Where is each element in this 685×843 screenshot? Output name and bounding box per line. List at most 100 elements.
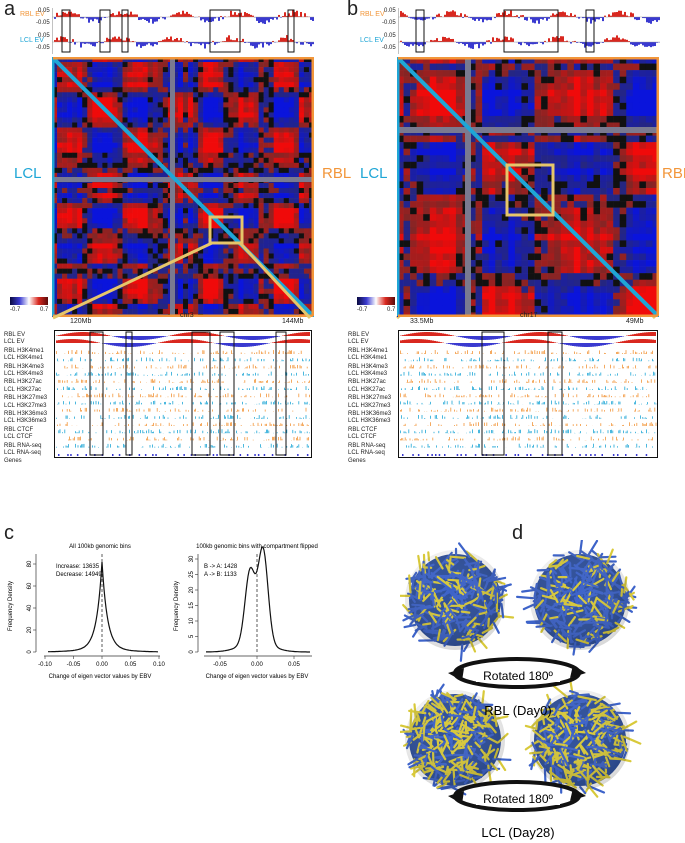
b-track-signals: [400, 332, 657, 456]
d-models: Rotated 180º RBL (Day0) Rotated 180º LCL…: [400, 540, 642, 840]
panel-label-d: d: [512, 522, 524, 544]
d-lcl-model-rotated: [524, 681, 642, 798]
d-rbl-label: RBL (Day0): [484, 703, 551, 718]
a-lcl-ev-label: LCL EV: [20, 37, 44, 44]
x-tick-label: -0.05: [213, 662, 227, 668]
d-rbl-model-rotated: [515, 540, 638, 656]
c-left-title: All 100kb genomic bins: [69, 544, 131, 550]
x-tick-label: 0.05: [288, 662, 300, 668]
a-chrom: chr3: [180, 312, 194, 319]
track-label: LCL CTCF: [4, 434, 33, 441]
a-ev-tick: 0.05: [38, 33, 50, 39]
a-ev-tick: 0.05: [38, 8, 50, 14]
b-lcl-label: LCL: [360, 165, 388, 182]
panel-label-b: b: [347, 0, 359, 20]
a-heatmap: [52, 57, 314, 317]
a-ev-tick: -0.05: [36, 20, 50, 26]
track-label: LCL EV: [348, 339, 369, 346]
track-label: RBL EV: [348, 332, 370, 338]
a-colorbar-max: 0.7: [40, 307, 49, 313]
track-label: RBL H3K4me1: [4, 347, 44, 354]
b-colorbar-min: -0.7: [357, 307, 368, 313]
track-label: Genes: [4, 457, 22, 464]
track-label: Genes: [348, 457, 366, 464]
x-tick-label: 0.05: [125, 662, 137, 668]
track-label: RBL H3K27ac: [4, 379, 42, 386]
y-tick-label: 0: [27, 650, 33, 654]
a-lcl-ev-track: [52, 35, 314, 49]
track-label: RBL CTCF: [348, 426, 378, 433]
track-label: LCL H3K4me1: [348, 355, 388, 362]
b-ev-tracks: [398, 8, 660, 54]
c-right-legend1: B -> A: 1428: [204, 564, 238, 570]
b-heatmap-cells: [397, 57, 659, 317]
y-tick-label: 25: [189, 571, 195, 578]
d-rbl-rotation-arrow: [448, 657, 586, 689]
c-right-xlabel: Change of eigen vector values by EBV: [206, 674, 309, 680]
track-label: LCL RNA-seq: [4, 450, 41, 457]
b-colorbar-max: 0.7: [387, 307, 396, 313]
c-right-density-curve: [206, 546, 310, 653]
track-label: RBL H3K27me3: [348, 395, 392, 402]
track-label: RBL H3K36me3: [348, 411, 392, 418]
track-label: RBL H3K27ac: [348, 379, 386, 386]
b-chrom: chr17: [520, 312, 538, 319]
b-start-coord: 33.5Mb: [410, 318, 434, 325]
c-left-legend1: Increase: 13635: [56, 564, 100, 570]
track-label: LCL H3K4me3: [4, 371, 44, 378]
d-lcl-model-front: [400, 683, 512, 796]
c-left-density-curve: [48, 561, 158, 653]
b-heatmap: [397, 57, 659, 317]
b-rbl-ev-track: [398, 10, 660, 24]
track-label: LCL RNA-seq: [348, 450, 385, 457]
track-label: LCL CTCF: [348, 434, 377, 441]
a-start-coord: 120Mb: [70, 318, 92, 325]
y-tick-label: 30: [189, 555, 195, 562]
a-rbl-ev-label: RBL EV: [20, 11, 45, 18]
track-label: RBL RNA-seq: [4, 442, 42, 449]
track-label: RBL H3K27me3: [4, 395, 48, 402]
b-rbl-label: RBL: [662, 165, 685, 182]
track-label: LCL H3K36me3: [4, 418, 47, 425]
y-tick-label: 10: [189, 617, 195, 624]
b-ev-tick: 0.05: [384, 8, 396, 14]
a-colorbar-min: -0.7: [10, 307, 21, 313]
a-rbl-label: RBL: [322, 165, 352, 182]
track-label: LCL H3K27ac: [4, 386, 42, 393]
d-rbl-model-front: [400, 542, 515, 662]
y-tick-label: 0: [189, 650, 195, 654]
a-track-panel: [54, 330, 312, 458]
x-tick-label: 0.10: [153, 662, 165, 668]
c-left-legend2: Decrease: 14949: [56, 572, 102, 578]
b-end-coord: 49Mb: [626, 318, 644, 325]
a-end-coord: 144Mb: [282, 318, 304, 325]
track-label: RBL H3K36me3: [4, 411, 48, 418]
x-tick-label: 0.00: [96, 662, 108, 668]
x-tick-label: -0.10: [38, 662, 52, 668]
b-track-panel: [398, 330, 658, 458]
track-label: LCL H3K27me3: [348, 402, 391, 409]
track-label: LCL H3K27me3: [4, 402, 47, 409]
track-label: RBL CTCF: [4, 426, 34, 433]
b-lcl-ev-track: [398, 35, 660, 49]
b-ev-tick: 0.05: [384, 33, 396, 39]
b-lcl-ev-label: LCL EV: [360, 37, 384, 44]
d-rbl-rotate-label: Rotated 180º: [483, 669, 553, 683]
d-lcl-label: LCL (Day28): [481, 825, 554, 840]
track-label: RBL RNA-seq: [348, 442, 386, 449]
a-colorbar: [10, 297, 48, 305]
track-label: RBL EV: [4, 332, 26, 338]
y-tick-label: 5: [189, 634, 195, 638]
y-tick-label: 40: [27, 604, 33, 611]
a-rbl-ev-track: [52, 10, 314, 24]
track-label: LCL H3K27ac: [348, 386, 386, 393]
b-ev-tick: -0.05: [382, 45, 396, 51]
c-right-plot: 100kb genomic bins with compartment flip…: [174, 544, 318, 680]
